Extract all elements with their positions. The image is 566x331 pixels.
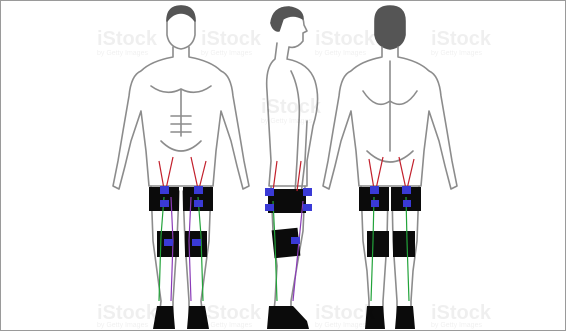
watermark-credit: by Getty Images (315, 322, 366, 329)
watermark-credit: by Getty Images (431, 50, 482, 57)
side-view-figure (267, 7, 318, 319)
watermark-brand: iStock (431, 302, 492, 324)
watermark-credit: by Getty Images (315, 50, 366, 57)
watermark-brand: iStock (201, 28, 262, 50)
watermark-brand: iStock (315, 302, 376, 324)
watermark-credit: by Getty Images (261, 118, 312, 125)
watermark-brand: iStock (201, 302, 262, 324)
back-view-sleeves (359, 187, 421, 257)
watermark-credit: by Getty Images (201, 50, 252, 57)
watermark-credit: by Getty Images (97, 322, 148, 329)
watermark-brand: iStock (97, 28, 158, 50)
front-view-sleeves (149, 187, 213, 257)
watermark-credit: by Getty Images (97, 50, 148, 57)
watermark-brand: iStock (261, 96, 322, 118)
watermark-credit: by Getty Images (431, 322, 482, 329)
watermark-brand: iStock (315, 28, 376, 50)
watermark-brand: iStock (431, 28, 492, 50)
side-view-foot (267, 306, 309, 329)
watermark-brand: iStock (97, 302, 158, 324)
watermark-credit: by Getty Images (201, 322, 252, 329)
